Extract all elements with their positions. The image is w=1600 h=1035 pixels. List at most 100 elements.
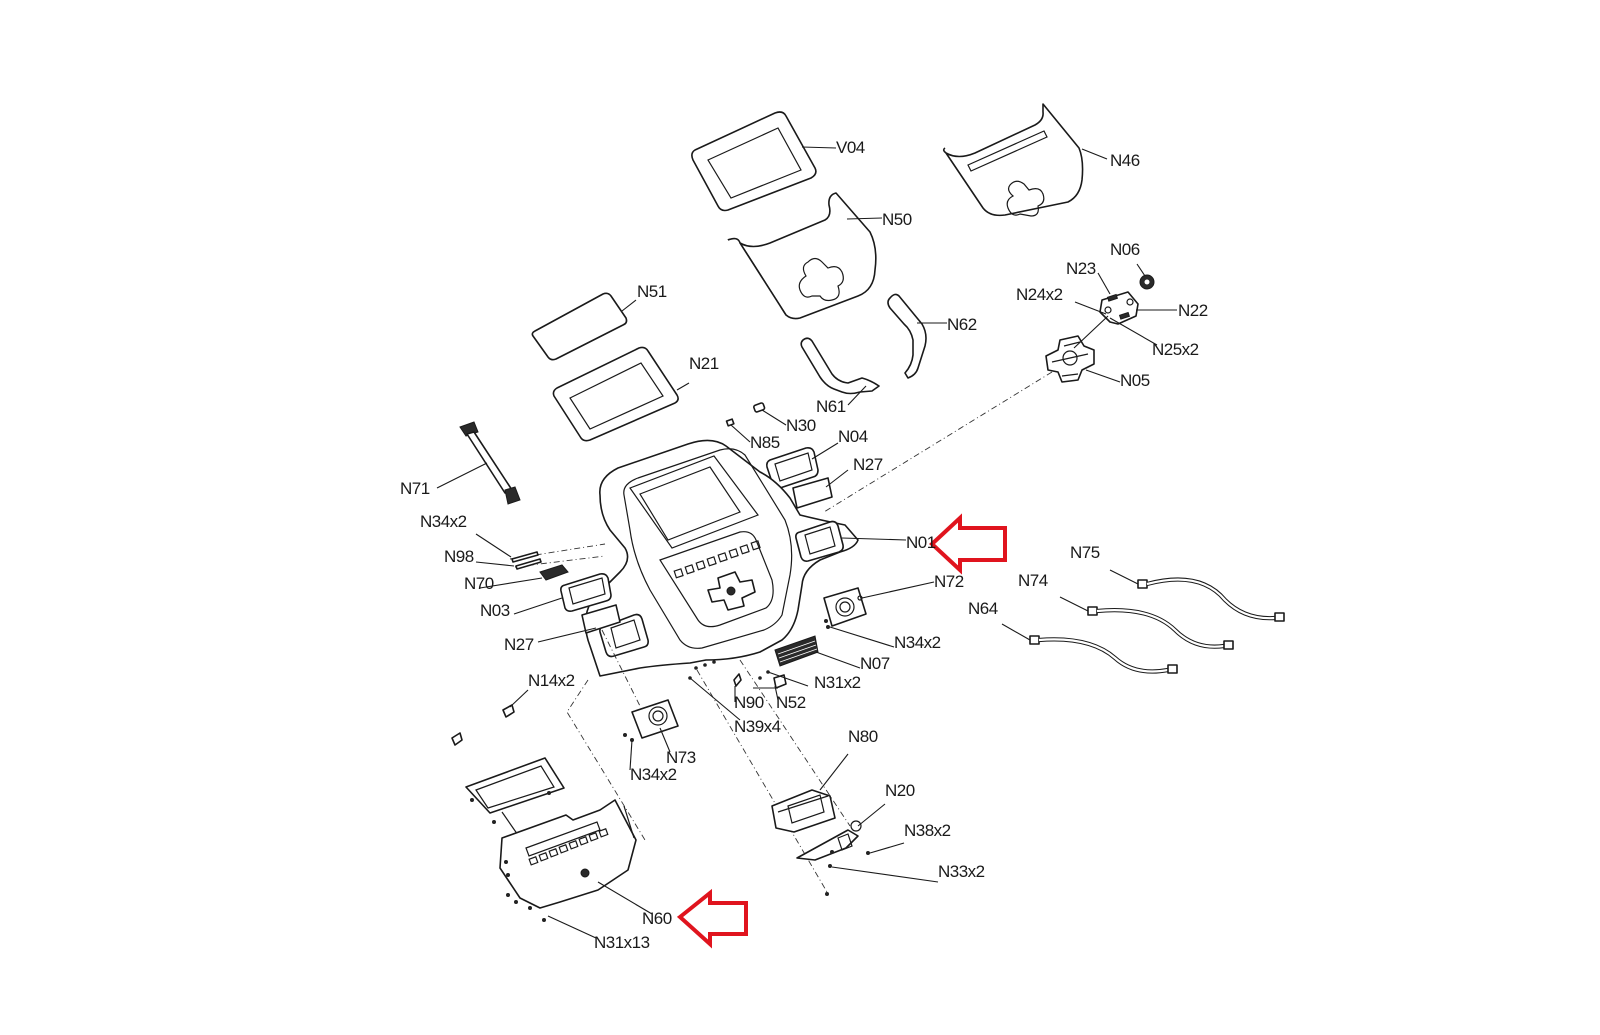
part-n74-cable xyxy=(1087,606,1234,650)
screw-n31-f xyxy=(506,873,510,877)
leader-n73 xyxy=(659,727,671,753)
leader-n80 xyxy=(819,753,849,791)
label-n33: N33x2 xyxy=(938,862,985,881)
label-n38: N38x2 xyxy=(904,821,951,840)
screw-n31-e xyxy=(504,860,508,864)
leader-n01 xyxy=(841,537,907,541)
assembly-line-n80b xyxy=(739,659,851,827)
part-n90-tag xyxy=(733,673,742,687)
leader-n27-lower xyxy=(537,627,597,643)
screw-n33-a xyxy=(828,864,832,868)
label-n04: N04 xyxy=(838,427,868,446)
leader-n75 xyxy=(1109,569,1139,585)
label-n85: N85 xyxy=(750,433,780,452)
label-n20: N20 xyxy=(885,781,915,800)
screw-n31-b xyxy=(528,906,532,910)
leader-n98 xyxy=(475,561,515,567)
leader-n70 xyxy=(479,577,543,589)
leader-n34-right xyxy=(829,626,895,648)
label-n05: N05 xyxy=(1120,371,1150,390)
part-n22-n23-bracket xyxy=(1099,291,1139,325)
part-n80-housing xyxy=(771,789,836,833)
part-n30-cap xyxy=(753,402,766,413)
label-n34-upper: N34x2 xyxy=(420,512,467,531)
leader-n74 xyxy=(1059,596,1089,612)
screw-n31-d xyxy=(506,893,510,897)
label-n25: N25x2 xyxy=(1152,340,1199,359)
leader-n07 xyxy=(815,651,861,669)
part-n27-label-lower xyxy=(581,604,621,634)
leader-n85 xyxy=(730,424,751,443)
leader-n39 xyxy=(689,677,741,721)
part-n20-bracket xyxy=(796,820,862,861)
screw-n33-b xyxy=(825,892,829,896)
screw-n31b xyxy=(758,676,762,680)
part-n62-trim xyxy=(887,293,927,379)
leader-n03 xyxy=(513,597,563,615)
label-n51: N51 xyxy=(637,282,667,301)
screw-n31-c xyxy=(514,900,518,904)
leader-n06 xyxy=(1136,263,1146,277)
leader-n05-shaft xyxy=(1073,315,1109,349)
label-n01: N01 xyxy=(906,533,936,552)
leader-n25 xyxy=(1109,317,1158,346)
part-n50-overlay xyxy=(727,192,877,320)
part-n52-clip xyxy=(773,674,787,689)
leader-n27-upper xyxy=(825,469,849,488)
screw-n31-h xyxy=(492,820,496,824)
screw-n31-i xyxy=(547,791,551,795)
leader-n38 xyxy=(869,842,905,854)
screw-n39b xyxy=(703,663,707,667)
part-n61-trim xyxy=(800,337,880,395)
leader-n64 xyxy=(1001,623,1031,641)
leader-n46 xyxy=(1081,148,1108,160)
label-n23: N23 xyxy=(1066,259,1096,278)
leader-n04 xyxy=(811,442,839,460)
leader-n30 xyxy=(761,409,787,426)
label-n22: N22 xyxy=(1178,301,1208,320)
label-v04: V04 xyxy=(836,138,865,157)
screw-n39c xyxy=(712,660,716,664)
label-n74: N74 xyxy=(1018,571,1048,590)
label-n30: N30 xyxy=(786,416,816,435)
assembly-line-n05 xyxy=(823,371,1053,513)
label-n03: N03 xyxy=(480,601,510,620)
assembly-line-n73 xyxy=(601,629,641,707)
leader-v04 xyxy=(801,146,837,149)
label-n34-left: N34x2 xyxy=(630,765,677,784)
label-n98: N98 xyxy=(444,547,474,566)
label-n52: N52 xyxy=(776,693,806,712)
label-n75: N75 xyxy=(1070,543,1100,562)
part-n60-control-board xyxy=(465,757,637,909)
label-n71: N71 xyxy=(400,479,430,498)
highlight-arrow-n01 xyxy=(929,513,1007,575)
part-n27-label-upper xyxy=(792,477,833,509)
label-n39: N39x4 xyxy=(734,717,781,736)
label-n72: N72 xyxy=(934,572,964,591)
label-n27-upper: N27 xyxy=(853,455,883,474)
assembly-line-n80 xyxy=(696,669,828,893)
leader-n20 xyxy=(857,803,886,827)
label-n73: N73 xyxy=(666,748,696,767)
label-n62: N62 xyxy=(947,315,977,334)
screw-n34-speaker-right-2 xyxy=(826,625,830,629)
label-n90: N90 xyxy=(734,693,764,712)
leader-n31-lower xyxy=(547,915,597,939)
label-n34-right: N34x2 xyxy=(894,633,941,652)
label-n80: N80 xyxy=(848,727,878,746)
leader-n72 xyxy=(861,581,935,599)
label-n27-lower: N27 xyxy=(504,635,534,654)
part-n05-knob xyxy=(1045,335,1095,383)
leader-n60 xyxy=(597,881,653,915)
label-n61: N61 xyxy=(816,397,846,416)
label-n60: N60 xyxy=(642,909,672,928)
label-n24: N24x2 xyxy=(1016,285,1063,304)
leader-n34-left xyxy=(629,739,633,771)
console-keypad xyxy=(673,540,761,579)
part-n75-cable xyxy=(1137,577,1285,622)
label-n64: N64 xyxy=(968,599,998,618)
label-n50: N50 xyxy=(882,210,912,229)
leader-n50 xyxy=(846,217,883,220)
part-n34-pins-upper xyxy=(511,551,542,570)
label-n06: N06 xyxy=(1110,240,1140,259)
